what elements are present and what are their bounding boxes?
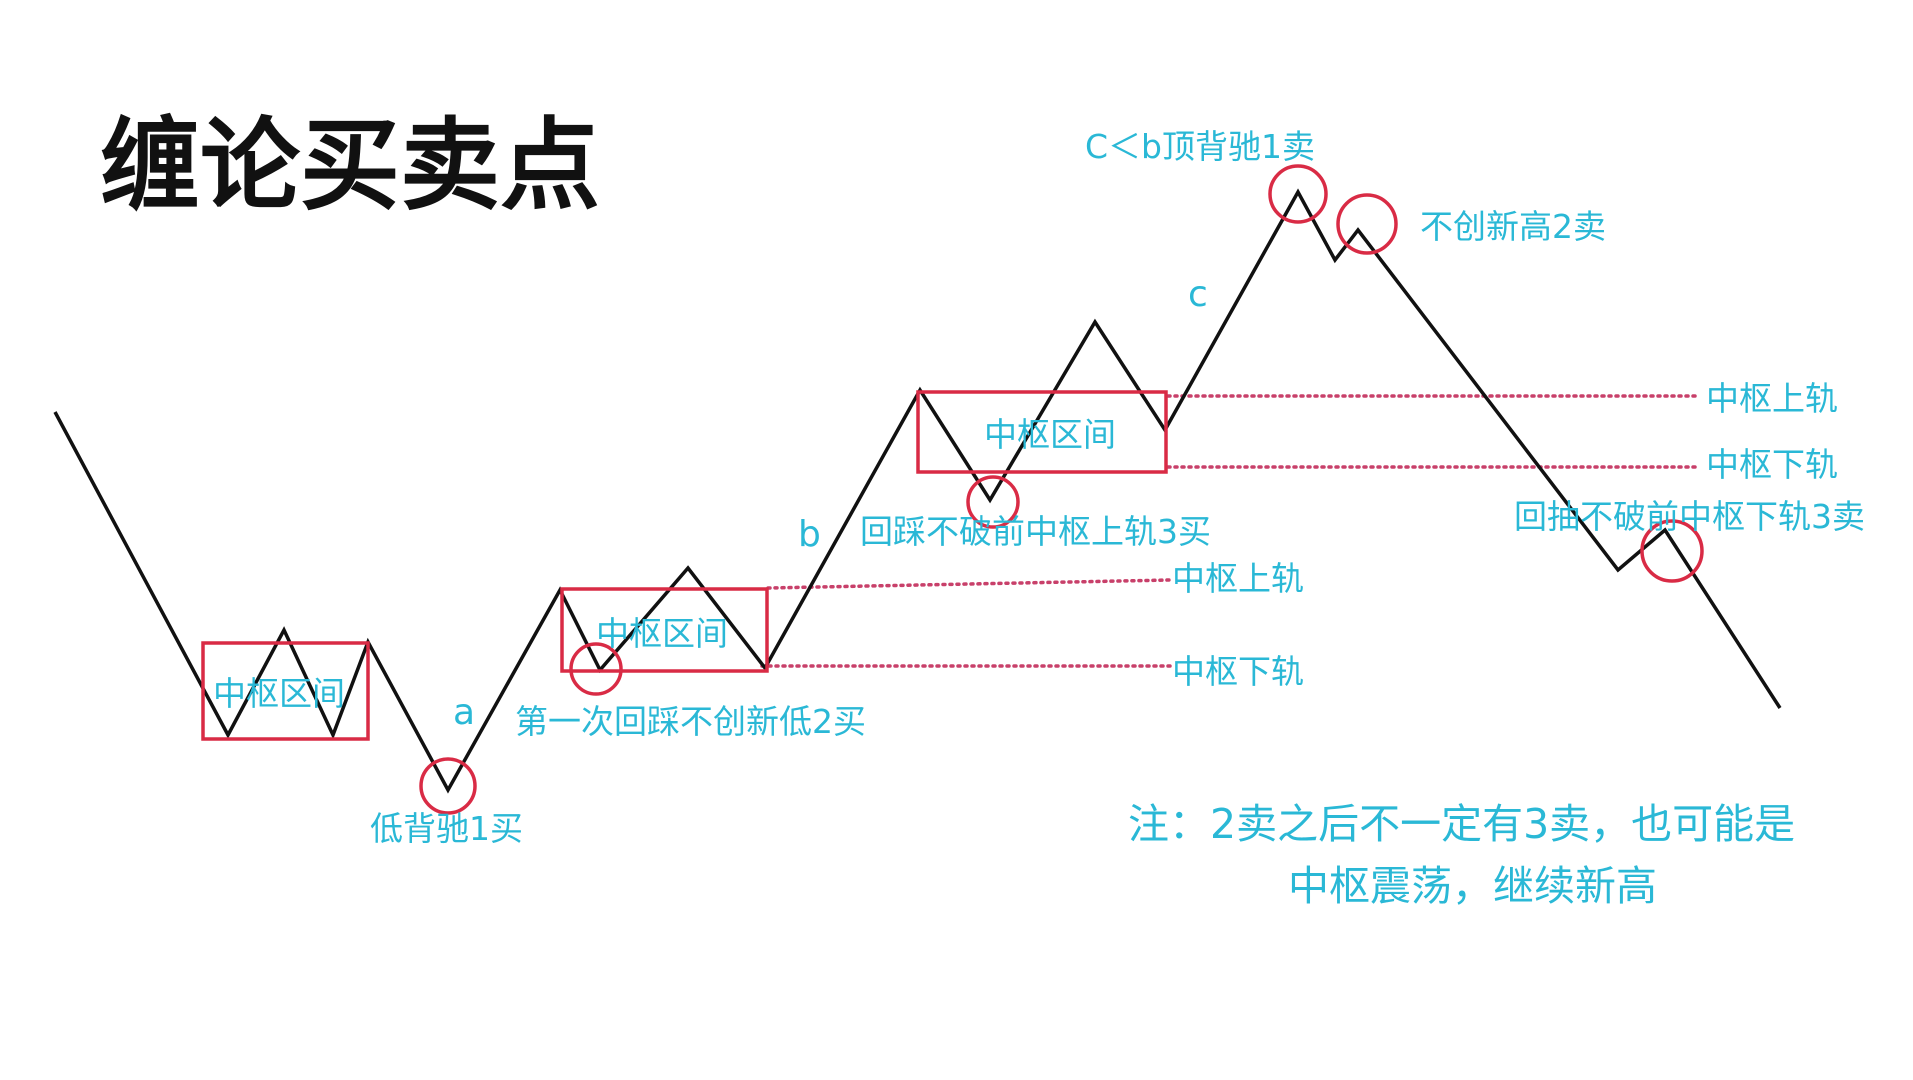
pivot-zone-box-2 (560, 587, 769, 673)
segment-c-label: c (1188, 274, 1208, 315)
segment-b-label: b (798, 514, 821, 555)
buy1-label: 低背驰1买 (370, 809, 523, 848)
sell3-marker (1640, 519, 1704, 583)
rail-upper-label-3: 中枢上轨 (1706, 379, 1838, 418)
pivot-zone-box-1 (201, 641, 370, 741)
sell1-label: C＜b顶背驰1卖 (1085, 127, 1315, 166)
diagram-title: 缠论买卖点 (100, 107, 600, 224)
price-path (53, 188, 1782, 794)
sell2-marker (1336, 193, 1398, 255)
note-line-2: 中枢震荡，继续新高 (1288, 862, 1657, 910)
buy1-marker (419, 757, 477, 815)
rail-lower-label-3: 中枢下轨 (1706, 445, 1838, 484)
rail-lower-label-2: 中枢下轨 (1172, 652, 1304, 691)
sell2-label: 不创新高2卖 (1420, 207, 1606, 246)
buy3-label: 回踩不破前中枢上轨3买 (860, 512, 1211, 551)
pivot-zone-label-1: 中枢区间 (213, 674, 345, 713)
pivot-zone-label-3: 中枢区间 (984, 415, 1116, 454)
sell3-label: 回抽不破前中枢下轨3卖 (1514, 497, 1865, 536)
rail-upper-line-2 (766, 578, 1172, 590)
buy2-label: 第一次回踩不创新低2买 (515, 702, 866, 741)
sell1-marker (1268, 164, 1328, 224)
rail-upper-label-2: 中枢上轨 (1172, 559, 1304, 598)
buy3-marker (966, 475, 1020, 529)
segment-a-label: a (453, 692, 475, 733)
pivot-zone-label-2: 中枢区间 (596, 614, 728, 653)
buy2-marker (569, 642, 623, 696)
pivot-zone-box-3 (916, 390, 1168, 474)
note-line-1: 注：2卖之后不一定有3卖，也可能是 (1128, 800, 1795, 848)
